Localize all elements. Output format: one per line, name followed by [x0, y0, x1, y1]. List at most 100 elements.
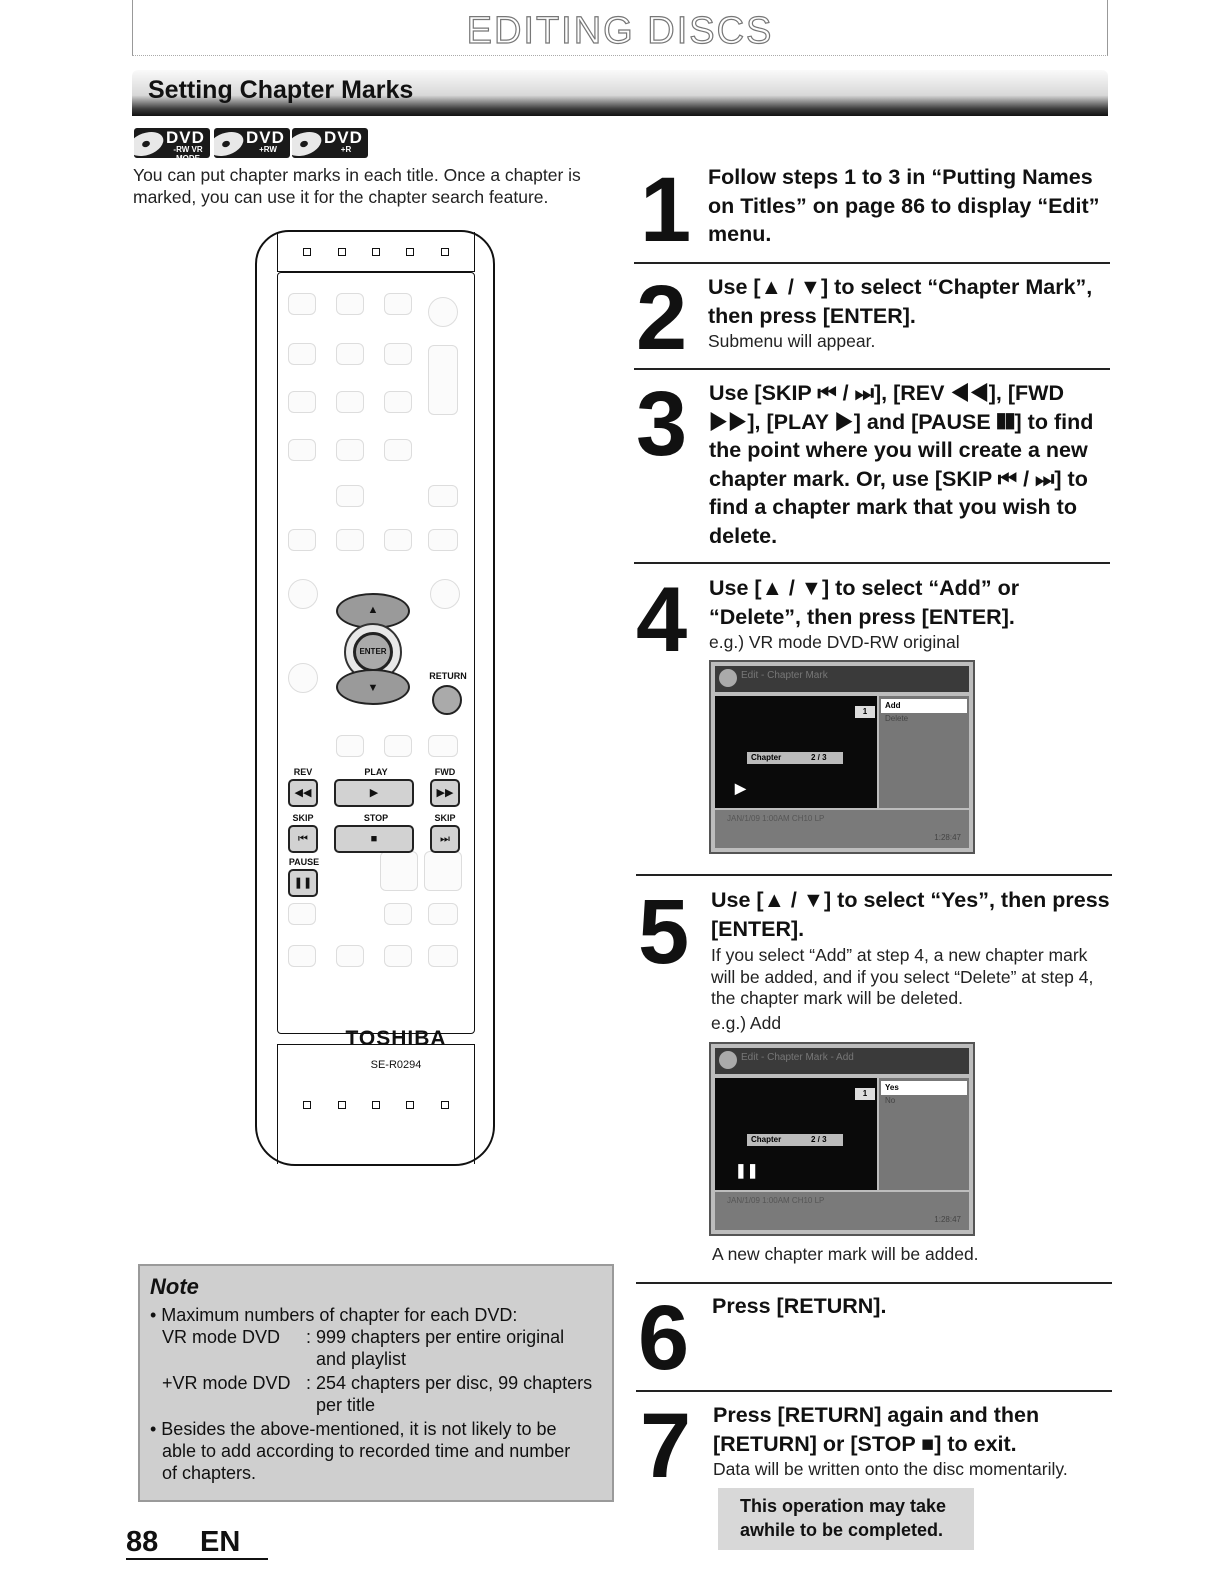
step-divider — [634, 262, 1110, 264]
stop-label: STOP — [363, 813, 389, 823]
step-heading: Press [RETURN] again and then [RETURN] o… — [713, 1403, 1040, 1456]
page-header-title: EDITING DISCS — [466, 9, 774, 52]
stop-button[interactable]: ■ — [334, 825, 414, 853]
play-icon: ▶ — [735, 780, 746, 796]
note-line: able to add according to recorded time a… — [162, 1441, 571, 1461]
osd-time: 1:28:47 — [934, 833, 961, 842]
note-line: • Maximum numbers of chapter for each DV… — [150, 1305, 518, 1325]
play-label: PLAY — [364, 767, 388, 777]
osd-title-number: 1 — [855, 706, 875, 718]
return-label: RETURN — [429, 671, 467, 681]
logo-label: DVD — [166, 128, 205, 147]
page-number: 88 — [126, 1526, 159, 1558]
step-number: 5 — [638, 881, 690, 983]
step-number: 7 — [640, 1395, 692, 1497]
step-heading: Press [RETURN]. — [712, 1294, 887, 1318]
menu-option-delete[interactable]: Delete — [885, 714, 909, 723]
step-heading: Use [▲ / ▼] to select “Yes”, then press … — [711, 888, 1110, 941]
chapter-label: Chapter — [751, 753, 782, 762]
step-number: 1 — [640, 159, 692, 261]
menu-option-no[interactable]: No — [885, 1096, 896, 1105]
skip-back-button[interactable]: ⏮ — [288, 825, 318, 853]
remote-control-illustration: ▲ ENTER ▼ RETURN REV PLAY FWD ◀◀ ▶ ▶▶ SK… — [255, 230, 495, 1166]
osd-chapter-indicator: Chapter 2 / 3 — [747, 752, 843, 764]
logo-sublabel: +R — [340, 145, 352, 154]
step-number: 4 — [636, 569, 688, 671]
rev-button[interactable]: ◀◀ — [288, 779, 318, 807]
pause-label: PAUSE — [288, 857, 320, 867]
dvd-plus-r-logo: DVD +R — [292, 128, 368, 158]
note-line: : 999 chapters per entire original — [306, 1327, 565, 1347]
menu-option-yes[interactable]: Yes — [881, 1081, 967, 1095]
step-divider — [636, 1282, 1112, 1284]
note-line: and playlist — [316, 1349, 407, 1369]
note-line: • Besides the above-mentioned, it is not… — [150, 1419, 557, 1439]
note-line: per title — [316, 1395, 376, 1415]
step-heading: Use [SKIP ⏮ / ⏭], [REV ◀◀], [FWD ▶▶], [P… — [709, 381, 1094, 548]
osd-status: JAN/1/09 1:00AM CH10 LP — [727, 814, 825, 823]
step-subtext: e.g.) VR mode DVD-RW original — [709, 632, 960, 652]
step-divider — [634, 368, 1110, 370]
note-box — [138, 1264, 614, 1502]
logo-label: DVD — [324, 128, 363, 147]
step-subtext: Submenu will appear. — [708, 331, 876, 351]
play-button[interactable]: ▶ — [334, 779, 414, 807]
osd-title-number: 1 — [855, 1088, 875, 1100]
enter-button[interactable]: ENTER — [353, 632, 393, 672]
header-frame — [132, 0, 1108, 56]
osd-screen-yes-no: Edit - Chapter Mark - Add 1 Chapter 2 / 3… — [709, 1042, 975, 1236]
dvd-rw-vr-logo: DVD -RW VR MODE — [134, 128, 210, 158]
note-line: VR mode DVD — [162, 1327, 281, 1347]
osd-title: Edit - Chapter Mark — [741, 670, 828, 681]
step-heading: Use [▲ / ▼] to select “Chapter Mark”, th… — [708, 275, 1093, 328]
logo-label: DVD — [246, 128, 285, 147]
chapter-value: 2 / 3 — [811, 1135, 827, 1144]
pause-button[interactable]: ❚❚ — [288, 869, 318, 897]
remote-body: ▲ ENTER ▼ RETURN REV PLAY FWD ◀◀ ▶ ▶▶ SK… — [277, 272, 475, 1071]
osd-chapter-indicator: Chapter 2 / 3 — [747, 1134, 843, 1146]
return-button[interactable] — [432, 685, 462, 715]
step-divider — [634, 562, 1110, 564]
step-example: e.g.) Add — [711, 1013, 782, 1033]
skip-forward-label: SKIP — [434, 813, 456, 823]
logo-sublabel: +RW — [259, 145, 277, 154]
rev-label: REV — [293, 767, 313, 777]
callout-text: This operation may take awhile to be com… — [740, 1496, 947, 1540]
osd-time: 1:28:47 — [934, 1215, 961, 1224]
menu-option-add[interactable]: Add — [881, 699, 967, 713]
osd-title: Edit - Chapter Mark - Add — [741, 1052, 854, 1063]
logo-sublabel: -RW VR MODE — [173, 145, 203, 158]
skip-forward-button[interactable]: ⏭ — [430, 825, 460, 853]
skip-back-label: SKIP — [292, 813, 314, 823]
intro-text: You can put chapter marks in each title.… — [133, 165, 581, 207]
remote-top-cap — [277, 232, 475, 272]
step-number: 2 — [636, 267, 688, 369]
step-heading: Use [▲ / ▼] to select “Add” or “Delete”,… — [709, 576, 1020, 629]
model-number: SE-R0294 — [370, 1059, 422, 1071]
dvd-plus-rw-logo: DVD +RW — [214, 128, 290, 158]
fwd-button[interactable]: ▶▶ — [430, 779, 460, 807]
fwd-label: FWD — [434, 767, 456, 777]
remote-bottom-cap — [277, 1044, 475, 1164]
section-bar — [132, 70, 1108, 116]
down-button[interactable]: ▼ — [336, 669, 410, 705]
section-title: Setting Chapter Marks — [148, 76, 414, 104]
chapter-label: Chapter — [751, 1135, 782, 1144]
note-line: : 254 chapters per disc, 99 chapters — [306, 1373, 593, 1393]
step-heading: Follow steps 1 to 3 in “Putting Names on… — [708, 165, 1100, 246]
step-result-text: A new chapter mark will be added. — [712, 1244, 979, 1264]
step-number: 3 — [636, 373, 688, 475]
step-divider — [636, 1390, 1112, 1392]
footer-rule — [126, 1558, 268, 1560]
step-divider — [636, 874, 1112, 876]
pause-icon: ❚❚ — [735, 1162, 759, 1178]
callout-box — [718, 1488, 974, 1550]
page-language: EN — [200, 1526, 241, 1558]
osd-screen-add-delete: Edit - Chapter Mark 1 Chapter 2 / 3 ▶ Add… — [709, 660, 975, 854]
step-subtext: Data will be written onto the disc momen… — [713, 1459, 1068, 1479]
osd-status: JAN/1/09 1:00AM CH10 LP — [727, 1196, 825, 1205]
note-title: Note — [150, 1274, 199, 1299]
step-number: 6 — [638, 1287, 690, 1389]
step-subtext: If you select “Add” at step 4, a new cha… — [711, 945, 1094, 1008]
chapter-value: 2 / 3 — [811, 753, 827, 762]
